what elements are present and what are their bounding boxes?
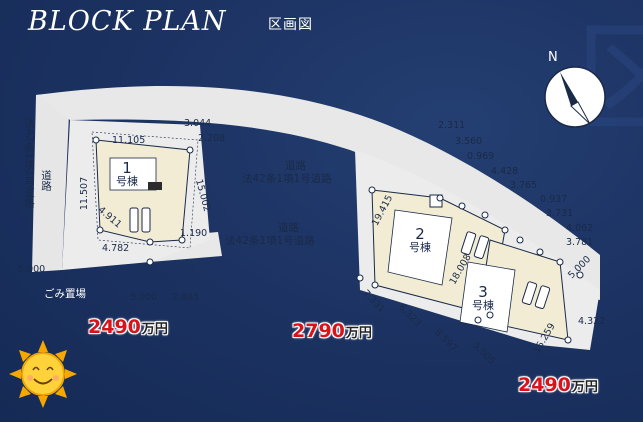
left-road-label: 法42条1項1号道路 <box>23 118 35 208</box>
lower-road-label-2: 法42条1項1号道路 <box>225 235 315 247</box>
lot1-dim: 2.845 <box>172 292 200 303</box>
lot2-house <box>387 209 453 286</box>
lot3-dim: 4.062 <box>566 223 594 234</box>
lot3-house <box>459 261 516 333</box>
lot1-car-1 <box>129 207 139 233</box>
compass-icon <box>544 66 606 128</box>
lot1-dim: 3.044 <box>184 118 212 129</box>
lot2-car-1 <box>460 231 477 255</box>
lot3-price: 2490万円 <box>518 374 598 396</box>
lot3-dim: 4.322 <box>578 316 606 327</box>
lot1-dim: 11.105 <box>112 135 146 146</box>
main-curved-road <box>36 86 600 300</box>
left-road <box>32 92 70 272</box>
lower-road-label-1: 道路 <box>278 222 299 234</box>
lot1-dim: 5.000 <box>18 264 46 275</box>
lot2-dim: 2.311 <box>438 120 466 131</box>
lot2-price: 2790万円 <box>292 320 372 342</box>
lot1-dim: 5.000 <box>130 292 158 303</box>
lot1-price: 2490万円 <box>88 316 168 338</box>
lot1-dim: 2.208 <box>198 133 226 144</box>
lot1-dim: 11.507 <box>79 176 91 211</box>
lot2-car-2 <box>473 235 490 259</box>
lot2-dim: 3.765 <box>510 180 538 191</box>
lot1-car-2 <box>141 207 151 233</box>
lot3-dim: 3.781 <box>566 237 594 248</box>
sun-icon <box>9 340 77 408</box>
page-title: BLOCK PLAN <box>28 6 227 37</box>
boundary-markers <box>92 136 584 344</box>
lot2-dim: 3.560 <box>455 136 483 147</box>
lot1-stairs <box>148 182 162 190</box>
left-road-word: 道路 <box>40 170 52 191</box>
lot3-dim: 3.731 <box>546 208 574 219</box>
garbage-area-label: ごみ置場 <box>44 288 86 300</box>
lot3-car-2 <box>534 285 551 309</box>
center-road-label-2: 法42条1項1号道路 <box>242 173 332 185</box>
lot1-dim: 1.190 <box>180 228 208 239</box>
lot1-dim: 4.782 <box>102 243 130 254</box>
lot3-dim: 0.937 <box>540 194 568 205</box>
center-road-label-1: 道路 <box>285 160 306 172</box>
compass-north-label: N <box>548 50 558 65</box>
lot3-car-1 <box>521 281 538 305</box>
page-subtitle: 区画図 <box>268 17 313 33</box>
lot2-dim: 0.969 <box>467 151 495 162</box>
lot2-dim: 4.428 <box>491 166 519 177</box>
